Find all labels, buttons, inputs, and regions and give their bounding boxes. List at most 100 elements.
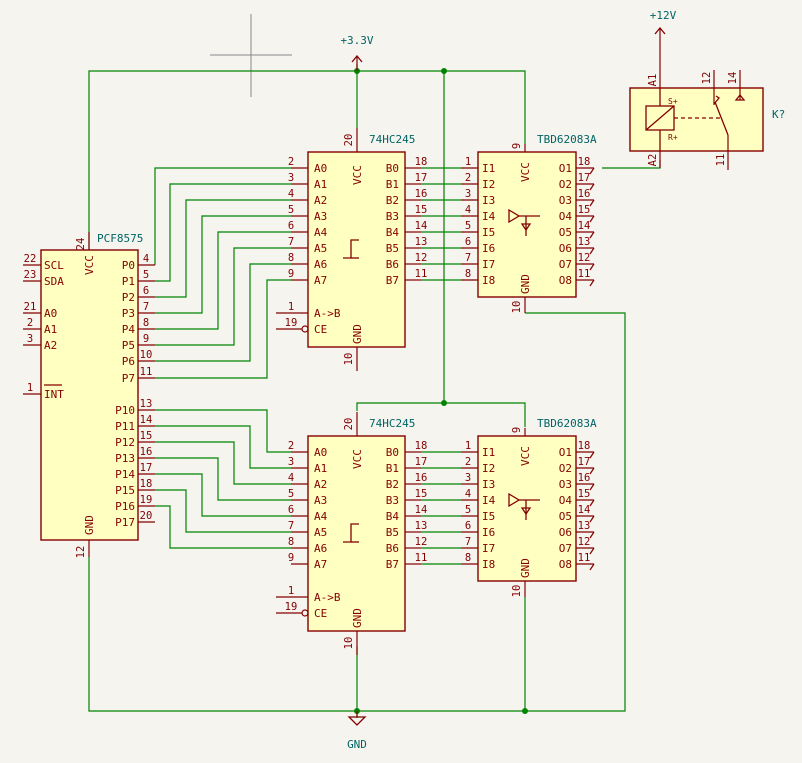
pin-label: B6 — [386, 258, 399, 271]
pin-number: 20 — [140, 510, 153, 522]
pin-label: GND — [519, 558, 532, 578]
pin-number: 20 — [343, 418, 355, 431]
pin-number: 10 — [140, 349, 153, 361]
pin-number: 5 — [465, 220, 471, 232]
pin-label: I1 — [482, 446, 495, 459]
pin-label: B4 — [386, 226, 400, 239]
pin-number: 7 — [288, 236, 294, 248]
pin-label: B2 — [386, 194, 399, 207]
pin-number: 10 — [511, 585, 523, 598]
pin-label: SCL — [44, 259, 64, 272]
pin-number: 1 — [288, 585, 294, 597]
pin-number: 18 — [578, 156, 591, 168]
pin-number: 8 — [288, 536, 294, 548]
pin-label: O5 — [559, 226, 572, 239]
pin-number: 5 — [465, 504, 471, 516]
pin-number: 22 — [24, 253, 37, 265]
pin-label: A6 — [314, 258, 327, 271]
pin-label: O5 — [559, 510, 572, 523]
pin-label: P17 — [115, 516, 135, 529]
pin-label: P0 — [122, 259, 135, 272]
pin-label: VCC — [351, 165, 364, 185]
pin-label: I7 — [482, 542, 495, 555]
power-flag-gnd[interactable]: GND — [347, 711, 367, 751]
pin-number: 16 — [415, 472, 428, 484]
pin-number: 9 — [288, 552, 294, 564]
power-flag-12v[interactable]: +12V — [650, 9, 677, 60]
pin-number: 16 — [415, 188, 428, 200]
pin-number: 2 — [465, 172, 471, 184]
pin-label: O1 — [559, 446, 572, 459]
pin-label: I4 — [482, 210, 496, 223]
pin-label: A5 — [314, 242, 327, 255]
pin-number: 9 — [288, 268, 294, 280]
relay-symbol[interactable]: S+ R+ A1 A2 12 14 11 K? — [629, 60, 785, 170]
pin-label: O2 — [559, 462, 572, 475]
pin-label: B5 — [386, 526, 399, 539]
pin-label: A2 — [314, 194, 327, 207]
pin-number: 12 — [75, 546, 87, 559]
pin-number: 8 — [465, 268, 471, 280]
pin-label: B7 — [386, 274, 399, 287]
junction — [522, 708, 528, 714]
pin-label: O3 — [559, 478, 572, 491]
pin-number: 13 — [415, 520, 428, 532]
pin-number: 5 — [288, 488, 294, 500]
pin-label: O3 — [559, 194, 572, 207]
pin-number: 9 — [511, 427, 523, 433]
pin-label: B4 — [386, 510, 400, 523]
pin-number: 14 — [415, 504, 428, 516]
pin-number: 16 — [578, 188, 591, 200]
pin-number: 18 — [140, 478, 153, 490]
pin-number: 12 — [578, 252, 591, 264]
pin-label: I2 — [482, 462, 495, 475]
pin-label: P13 — [115, 452, 135, 465]
junction — [441, 68, 447, 74]
relay-reference: K? — [772, 108, 785, 121]
pin-number: 12 — [415, 536, 428, 548]
pin-number: 2 — [465, 456, 471, 468]
pin-label: P5 — [122, 339, 135, 352]
pin-label: VCC — [519, 162, 532, 182]
pin-label: O7 — [559, 542, 572, 555]
pin-number: 14 — [578, 220, 591, 232]
pin-number: 19 — [285, 601, 298, 613]
relay-pin-a1: A1 — [647, 74, 659, 87]
pin-label: I6 — [482, 526, 495, 539]
pin-label: P11 — [115, 420, 135, 433]
pin-number: 17 — [415, 172, 428, 184]
pin-label: A->B — [314, 307, 341, 320]
pin-label: A7 — [314, 558, 327, 571]
pin-label: A0 — [314, 446, 327, 459]
pin-label: A0 — [44, 307, 57, 320]
pin-number: 8 — [465, 552, 471, 564]
pin-number: 13 — [578, 520, 591, 532]
pin-label: B5 — [386, 242, 399, 255]
pin-label: A4 — [314, 226, 328, 239]
pin-label: P15 — [115, 484, 135, 497]
pin-label: I7 — [482, 258, 495, 271]
pin-number: 17 — [415, 456, 428, 468]
pin-label: GND — [351, 324, 364, 344]
pin-label: VCC — [519, 446, 532, 466]
pin-label: INT — [44, 388, 64, 401]
pin-label: I8 — [482, 558, 495, 571]
pin-number: 12 — [578, 536, 591, 548]
pin-number: 17 — [140, 462, 153, 474]
pin-number: 6 — [288, 504, 294, 516]
pin-number: 11 — [140, 366, 153, 378]
pin-number: 10 — [343, 637, 355, 650]
pin-label: P16 — [115, 500, 135, 513]
pin-label: GND — [519, 274, 532, 294]
pin-number: 11 — [578, 552, 591, 564]
power-flag-3v3[interactable]: +3.3V — [340, 34, 374, 71]
pin-number: 3 — [288, 172, 294, 184]
tbd62083a-reference: TBD62083A — [537, 417, 597, 430]
pin-number: 10 — [511, 301, 523, 314]
